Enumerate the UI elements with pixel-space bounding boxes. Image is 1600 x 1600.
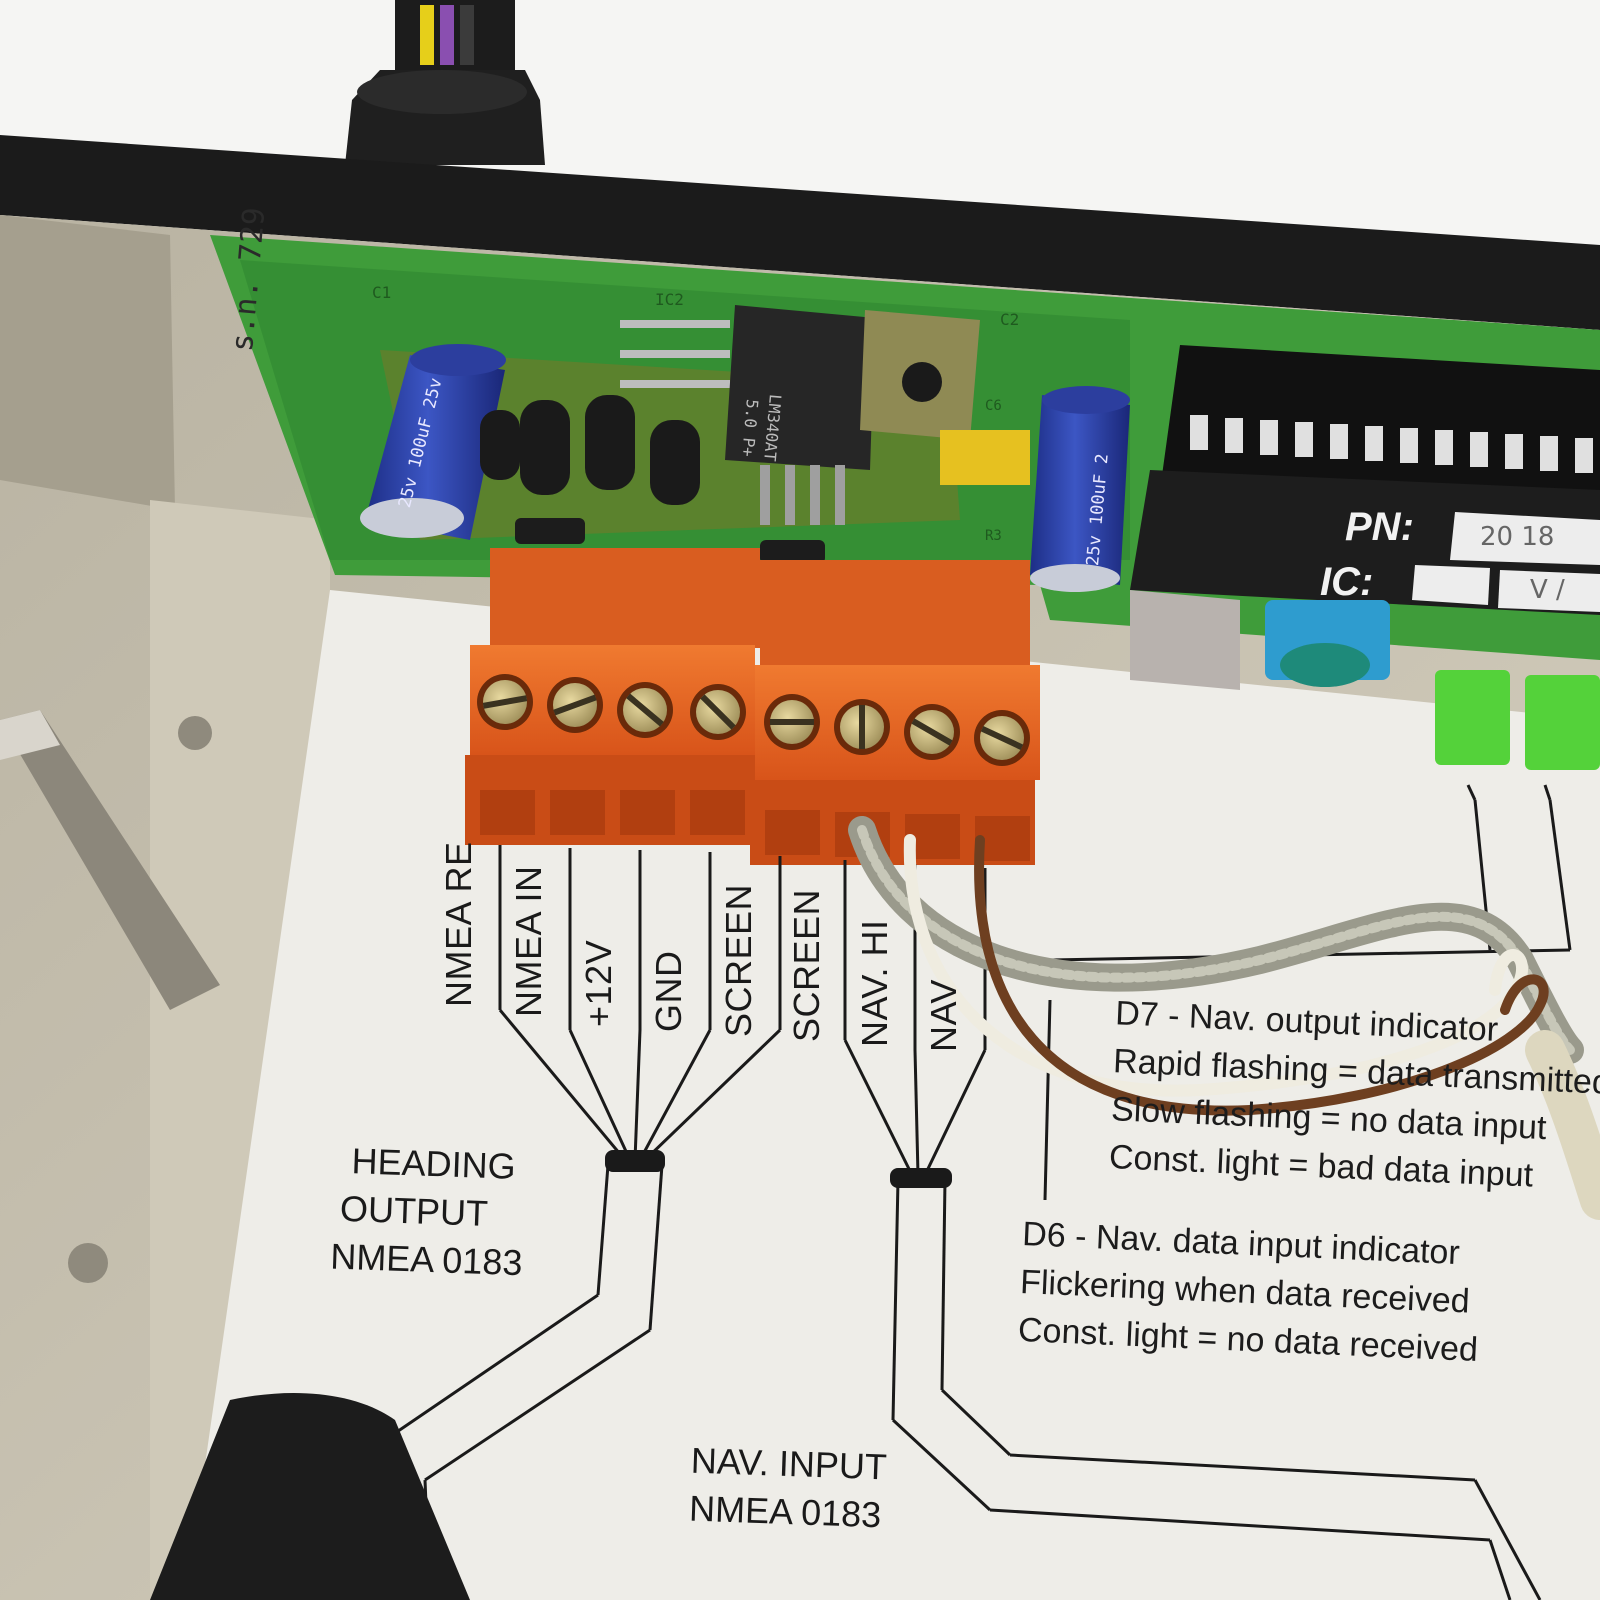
trimmer-potentiometer — [1265, 600, 1390, 687]
pcb-r3-label: R3 — [985, 528, 1002, 544]
heading-output-line1: HEADING — [351, 1140, 517, 1187]
terminal-screws — [477, 674, 1030, 766]
label-12v: +12V — [578, 939, 619, 1027]
enclosure-rim — [0, 135, 1600, 330]
diagram-lines — [384, 784, 1572, 1600]
standoff-post — [0, 710, 220, 1010]
chip-ic-label: IC: — [1320, 560, 1374, 604]
nav-input-line2: NMEA 0183 — [688, 1487, 882, 1536]
pcb-c1-label: C1 — [372, 283, 392, 302]
connected-wires — [848, 816, 1600, 1220]
d6-notes: D6 - Nav. data input indicator Flickerin… — [1017, 1210, 1483, 1374]
capacitor-right — [1030, 386, 1130, 592]
nav-input-line1: NAV. INPUT — [690, 1439, 888, 1488]
label-nmea-in: NMEA IN — [508, 865, 549, 1017]
cable-grommet — [345, 0, 545, 165]
heading-output-label: HEADING OUTPUT NMEA 0183 — [330, 1137, 527, 1287]
yellow-capacitor — [940, 430, 1030, 485]
led-indicators — [1435, 670, 1600, 770]
chip-pn-label: PN: — [1345, 505, 1414, 549]
label-nav-lo: NAV — [923, 979, 964, 1052]
nav-input-label: NAV. INPUT NMEA 0183 — [688, 1437, 888, 1540]
heading-output-line3: NMEA 0183 — [329, 1235, 524, 1284]
capacitor-left — [360, 344, 506, 540]
label-screen-1: SCREEN — [718, 883, 759, 1037]
cable-tie-left — [605, 1150, 665, 1172]
heading-output-line2: OUTPUT — [339, 1187, 489, 1234]
pcb-c6-label: C6 — [985, 398, 1002, 414]
transistors — [480, 395, 700, 505]
chip-pn-value: 20 18 — [1480, 522, 1555, 552]
label-nav-hi: NAV. HI — [854, 919, 895, 1047]
pcb-ic2-label: IC2 — [655, 290, 684, 309]
black-knob — [150, 1392, 470, 1600]
label-screen-2: SCREEN — [786, 888, 827, 1042]
crystal — [1130, 590, 1240, 690]
chip-ic-value: V / — [1530, 575, 1565, 605]
label-gnd: GND — [648, 950, 689, 1033]
label-nmea-ret: NMEA RE — [438, 841, 479, 1007]
d7-notes: D7 - Nav. output indicator Rapid flashin… — [1108, 989, 1600, 1203]
cable-tie-right — [890, 1168, 952, 1188]
ic-chip — [1130, 345, 1600, 615]
voltage-regulator — [620, 305, 980, 525]
pcb-c2-label: C2 — [1000, 310, 1020, 329]
screw-head-top — [178, 716, 212, 750]
screw-head-bottom — [68, 1243, 108, 1283]
